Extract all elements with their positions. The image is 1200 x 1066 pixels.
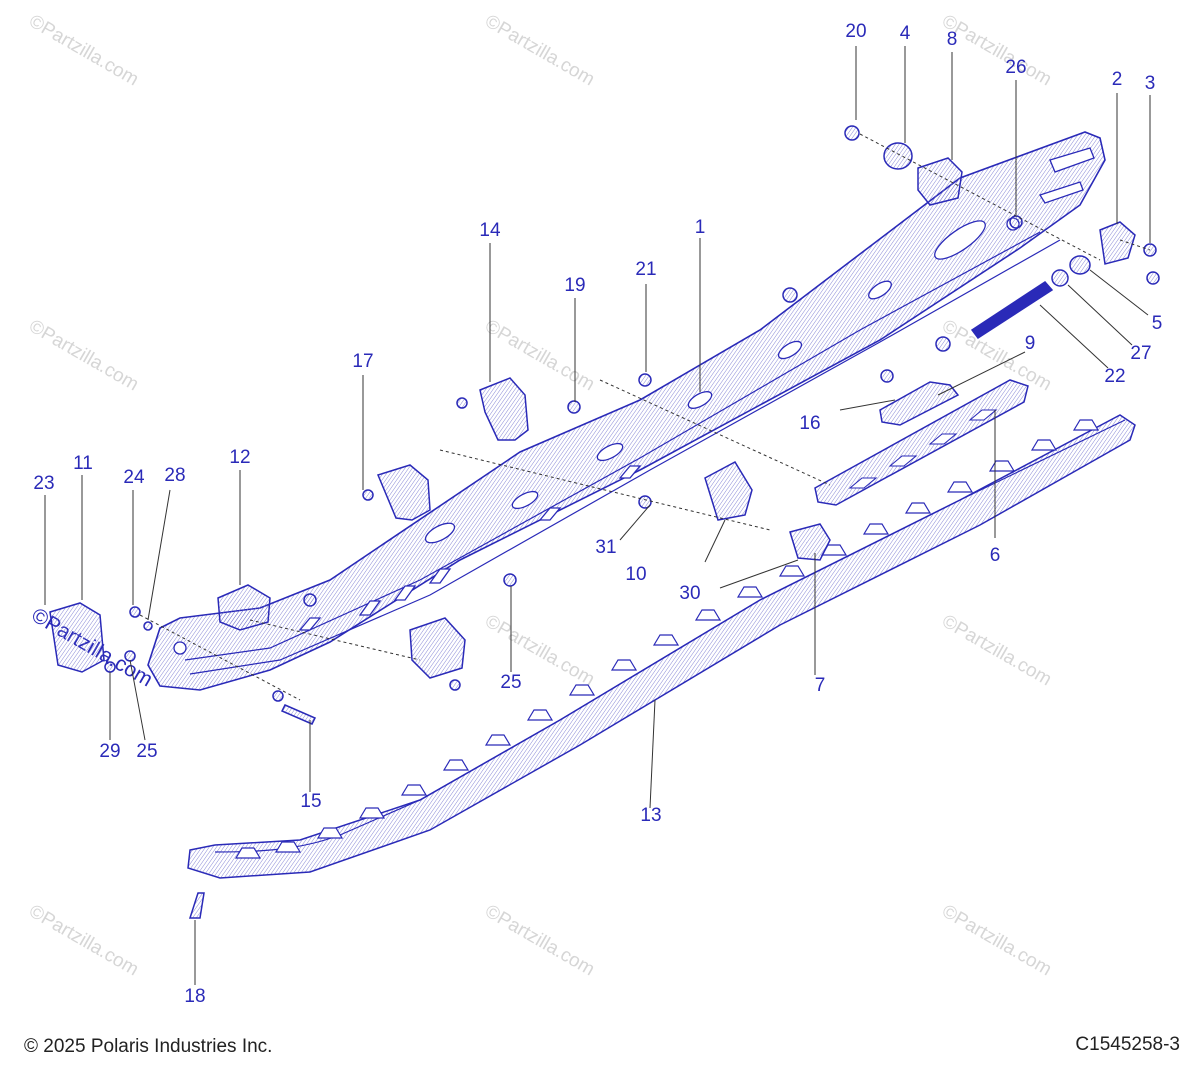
callout-9: 9: [1024, 333, 1036, 354]
callout-31: 31: [595, 537, 617, 558]
callout-16: 16: [799, 413, 821, 434]
callout-23: 23: [33, 473, 55, 494]
callout-25: 25: [500, 672, 522, 693]
callout-13: 13: [640, 805, 662, 826]
callout-1: 1: [694, 217, 706, 238]
hardware-parts: [49, 125, 1160, 919]
callout-14: 14: [479, 220, 501, 241]
callout-19: 19: [564, 275, 586, 296]
callout-3: 3: [1144, 73, 1156, 94]
callout-2: 2: [1111, 69, 1123, 90]
callout-11: 11: [73, 453, 93, 474]
callout-4: 4: [899, 23, 911, 44]
figure-code: C1545258-3: [1075, 1034, 1180, 1055]
callout-28: 28: [164, 465, 186, 486]
callout-30: 30: [679, 583, 701, 604]
callout-29: 29: [99, 741, 121, 762]
slide-track: [187, 414, 1136, 879]
callout-26: 26: [1005, 57, 1027, 78]
callout-7: 7: [814, 675, 826, 696]
callout-21: 21: [635, 259, 657, 280]
main-rail: [147, 131, 1106, 691]
callout-8: 8: [946, 29, 958, 50]
assembly-lines: [139, 133, 1151, 701]
callout-25-lower: 25: [136, 741, 158, 762]
callout-6: 6: [989, 545, 1001, 566]
callout-24: 24: [123, 467, 145, 488]
callout-27: 27: [1130, 343, 1152, 364]
copyright-notice: © 2025 Polaris Industries Inc.: [24, 1036, 273, 1057]
callout-20: 20: [845, 21, 867, 42]
callout-12: 12: [229, 447, 251, 468]
upper-mount-9: [879, 381, 960, 426]
leader-lines: [44, 46, 1151, 985]
skid-plate: [814, 379, 1029, 506]
callout-17: 17: [352, 351, 374, 372]
callout-22: 22: [1104, 366, 1126, 387]
callout-5: 5: [1151, 313, 1163, 334]
callout-15: 15: [300, 791, 322, 812]
callout-10: 10: [625, 564, 647, 585]
callout-18: 18: [184, 986, 206, 1007]
